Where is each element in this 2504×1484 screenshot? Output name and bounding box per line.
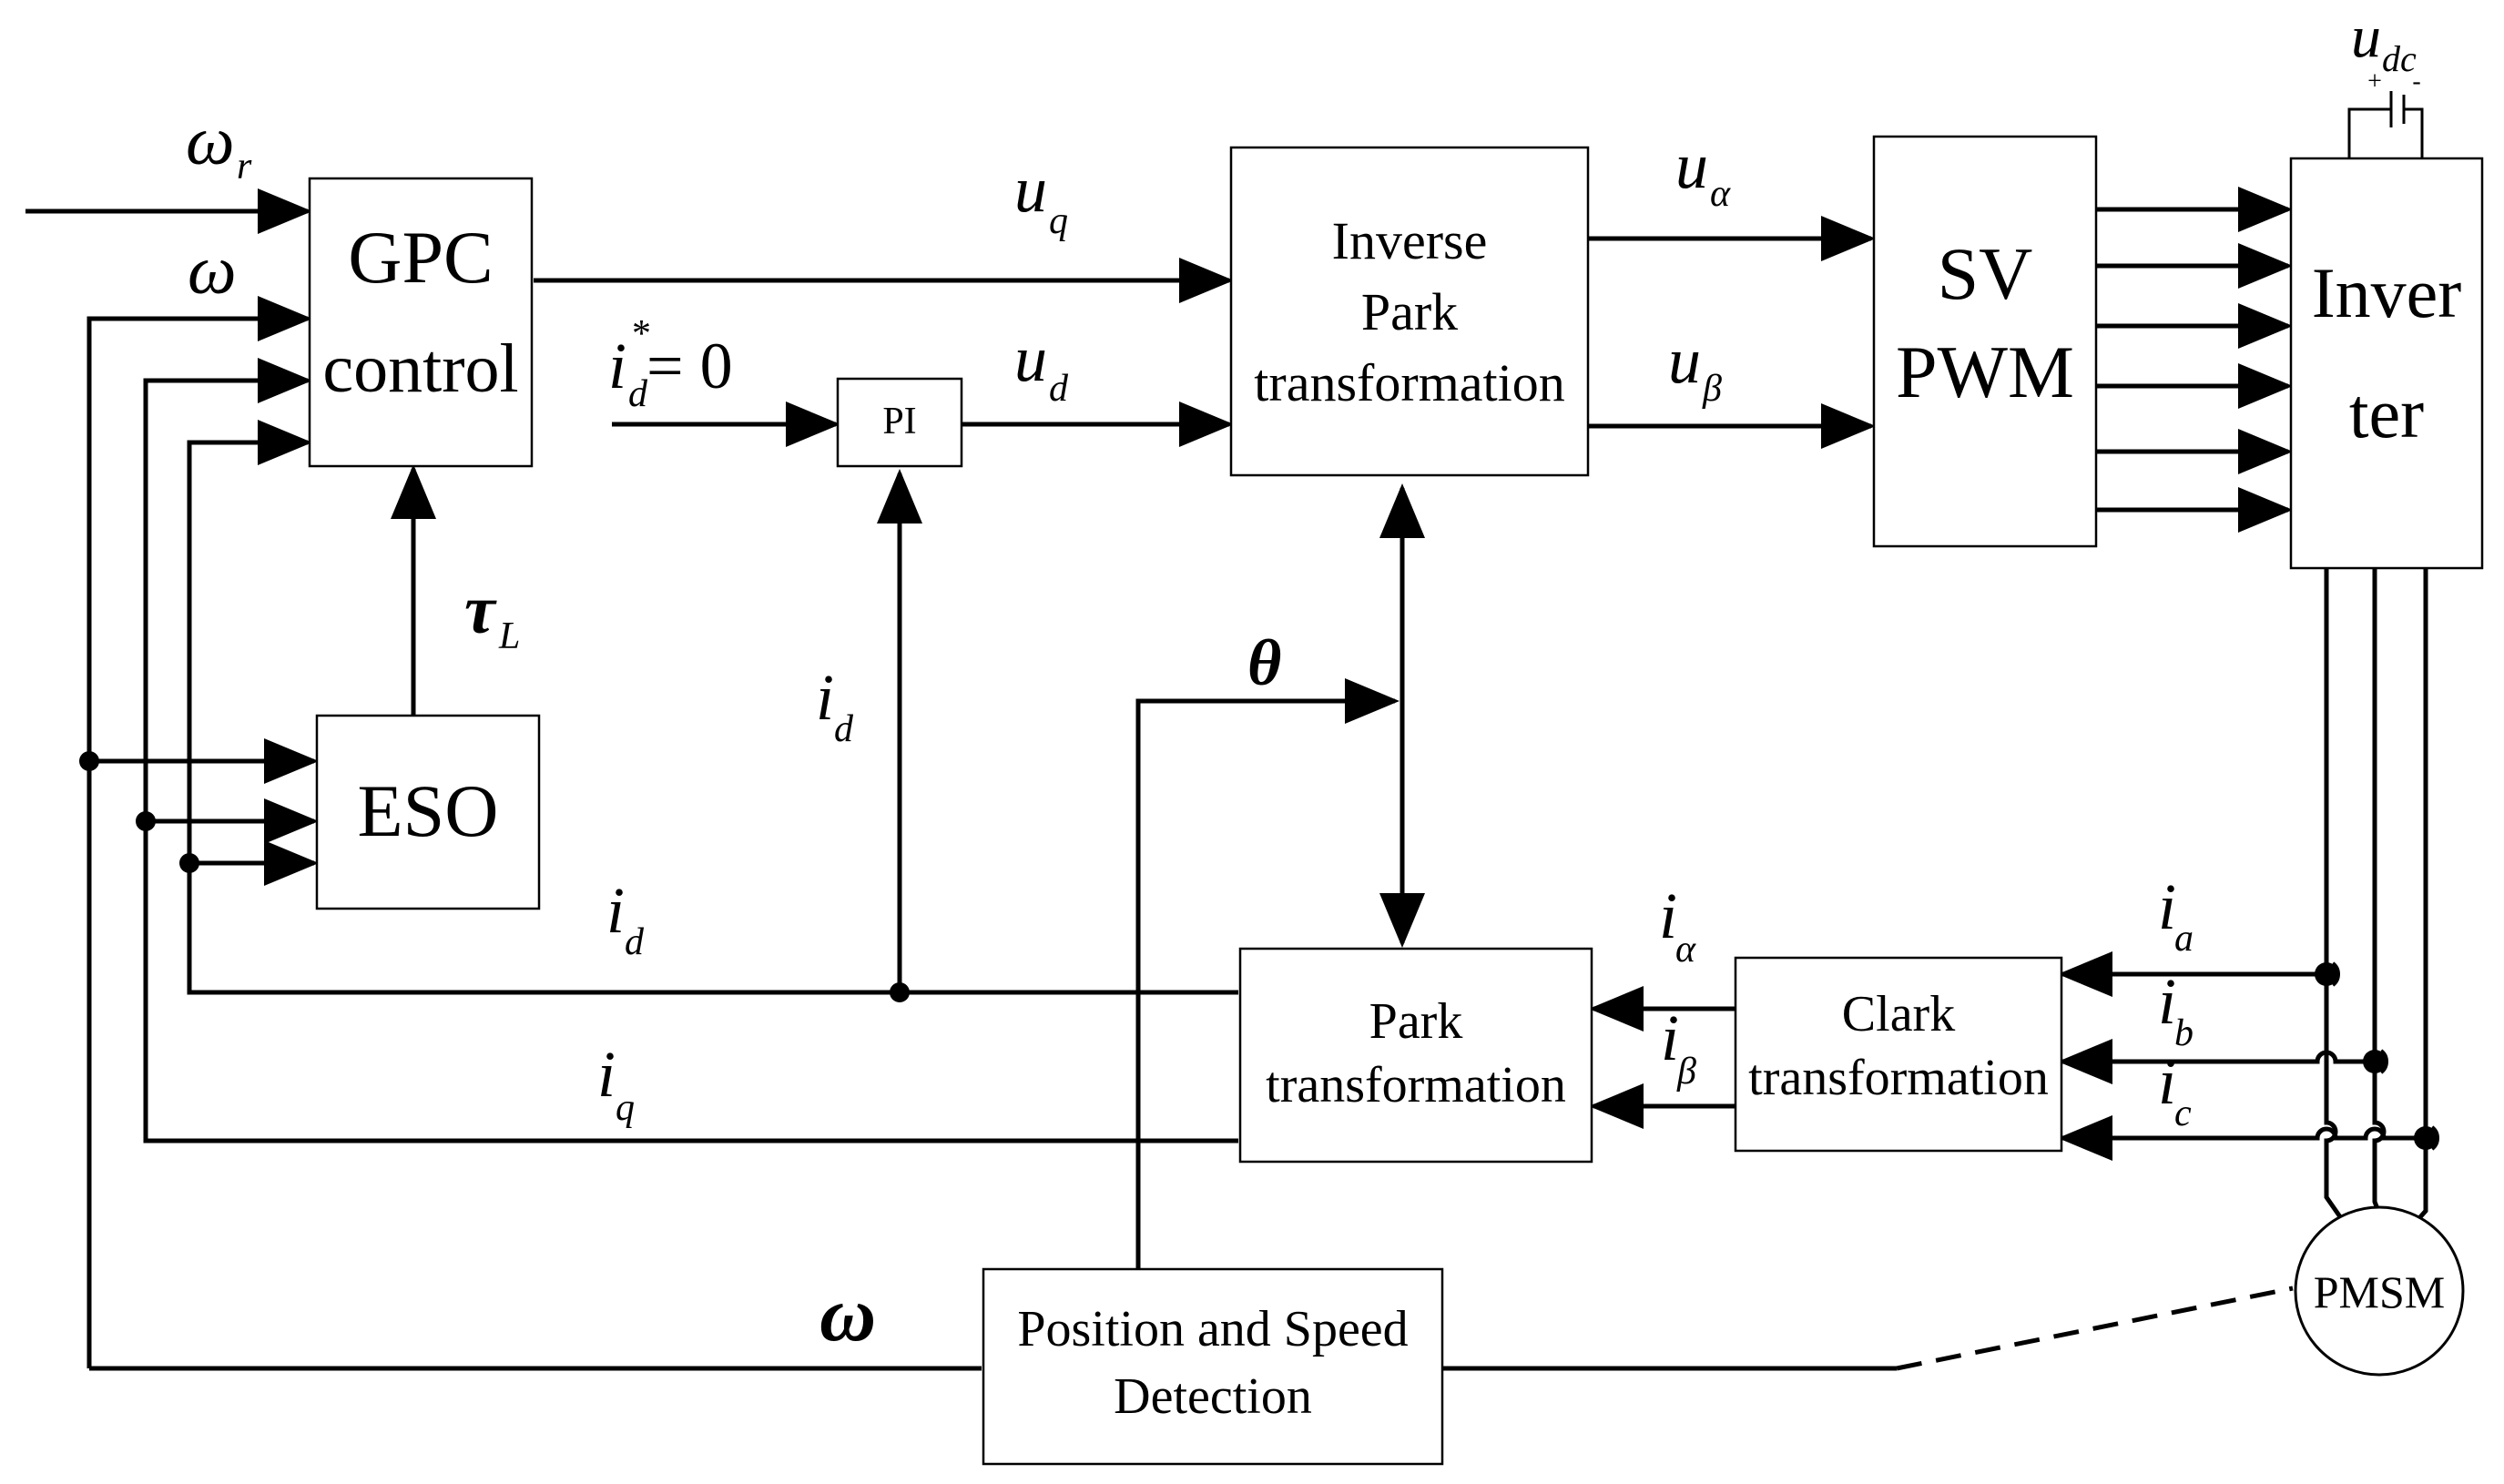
svg-text:i: i (2158, 965, 2176, 1038)
wire-theta (1135, 678, 1400, 1269)
label-cap-minus: - (2412, 67, 2420, 96)
svg-text:b: b (2174, 1012, 2194, 1054)
label-u-beta: u β (1668, 324, 1722, 410)
svg-text:L: L (498, 615, 520, 657)
inverter-block: Inver ter (2289, 157, 2484, 570)
label-omega-feedback: ω (188, 232, 237, 309)
svg-text:ω: ω (186, 103, 235, 179)
svg-text:i: i (2158, 1045, 2176, 1118)
label-tau-l: τ L (464, 572, 520, 657)
svg-text:d: d (1049, 368, 1069, 410)
label-udc: u dc (2351, 4, 2417, 79)
inverse-park-label-line1: Inverse (1332, 211, 1488, 270)
label-theta: θ (1247, 626, 1281, 699)
svpwm-label-line2: PWM (1896, 330, 2074, 413)
svg-text:d: d (625, 921, 645, 963)
clark-label-line2: transformation (1748, 1050, 2049, 1106)
inverse-park-block: Inverse Park transformation (1229, 146, 1590, 477)
label-ic: i c (2158, 1045, 2192, 1134)
inverter-label-line1: Inver (2312, 253, 2462, 332)
junction-dots (79, 751, 910, 1002)
svg-text:α: α (1710, 173, 1731, 215)
svg-text:= 0: = 0 (646, 330, 733, 402)
label-iq-feedback: i q (597, 1038, 635, 1129)
position-speed-block: Position and Speed Detection (982, 1267, 1444, 1466)
label-i-alpha: i α (1659, 879, 1696, 971)
label-id-ref: i * d = 0 (608, 313, 733, 415)
svg-text:q: q (616, 1087, 635, 1129)
park-label-line1: Park (1369, 993, 1463, 1050)
label-id-vertical: i d (816, 661, 854, 750)
eso-label: ESO (358, 769, 499, 852)
label-cap-plus: + (2367, 67, 2382, 96)
svg-text:a: a (2174, 918, 2194, 960)
svg-text:q: q (1049, 200, 1068, 242)
svg-text:β: β (1702, 368, 1722, 410)
pmsm-label: PMSM (2314, 1266, 2446, 1317)
current-sensing-lines (2058, 951, 2418, 1161)
svg-text:u: u (1668, 324, 1701, 397)
inverse-park-label-line3: transformation (1254, 353, 1564, 412)
label-omega-bottom: ω (819, 1270, 876, 1357)
svg-text:β: β (1676, 1051, 1696, 1093)
svg-text:d: d (628, 373, 648, 415)
gpc-label-line1: GPC (348, 216, 494, 299)
svg-text:τ: τ (464, 572, 497, 648)
label-ib: i b (2158, 965, 2194, 1054)
current-sensor-icons (2315, 961, 2439, 1151)
park-label-line2: transformation (1266, 1057, 1566, 1113)
svg-text:u: u (1675, 129, 1708, 202)
wire-encoder-dashed (1896, 1286, 2294, 1371)
label-id-feedback: i d (606, 874, 645, 963)
pwm-gate-signals (2097, 187, 2293, 533)
wire-omega-feedback (87, 296, 312, 1368)
svg-text:r: r (237, 146, 252, 188)
label-i-beta: i β (1661, 1001, 1696, 1093)
inverter-label-line2: ter (2349, 373, 2424, 452)
svg-text:i: i (608, 330, 626, 402)
svg-text:i: i (1661, 1001, 1679, 1074)
pi-block: PI (836, 377, 963, 468)
svg-text:u: u (2351, 4, 2381, 70)
svg-text:u: u (1014, 153, 1047, 226)
svg-text:u: u (1014, 322, 1047, 395)
park-block: Park transformation (1238, 947, 1593, 1164)
svg-text:i: i (2158, 870, 2176, 943)
pmsm-motor: PMSM (2294, 1205, 2465, 1377)
pi-label: PI (882, 401, 916, 442)
label-omega-r: ω r (186, 103, 252, 188)
eso-block: ESO (315, 714, 541, 910)
svg-text:α: α (1675, 929, 1696, 971)
svg-text:i: i (597, 1038, 616, 1111)
svg-text:c: c (2174, 1093, 2192, 1134)
label-uq: u q (1014, 153, 1068, 242)
label-ia: i a (2158, 870, 2194, 960)
gpc-label-line2: control (322, 330, 518, 407)
label-ud: u d (1014, 322, 1069, 410)
svg-text:i: i (816, 661, 834, 734)
gpc-control-block: GPC control (308, 177, 534, 468)
clark-block: Clark transformation (1734, 956, 2063, 1153)
svg-text:i: i (1659, 879, 1677, 952)
svpwm-block: SV PWM (1872, 135, 2098, 548)
inverse-park-label-line2: Park (1361, 282, 1458, 341)
clark-label-line1: Clark (1842, 986, 1955, 1042)
wire-id-to-gpc (187, 420, 1238, 995)
svg-text:d: d (834, 708, 854, 750)
svg-text:dc: dc (2382, 38, 2417, 79)
svpwm-label-line1: SV (1938, 232, 2033, 315)
dc-link-capacitor (2347, 91, 2424, 158)
label-u-alpha: u α (1675, 129, 1731, 215)
svg-text:i: i (606, 874, 625, 947)
position-speed-label-line2: Detection (1114, 1368, 1312, 1425)
position-speed-label-line1: Position and Speed (1017, 1301, 1408, 1357)
svg-text:*: * (630, 313, 649, 355)
